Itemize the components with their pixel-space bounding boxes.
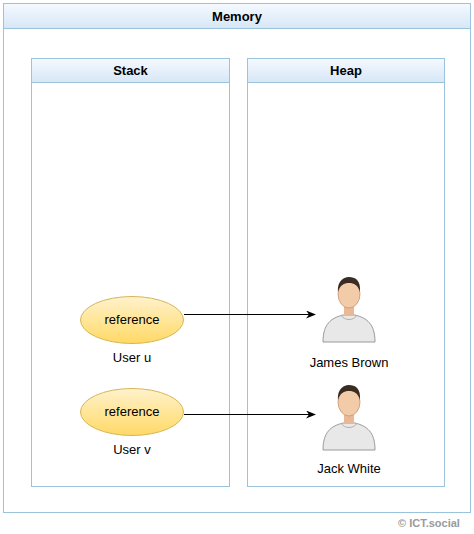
memory-region: HeapJames BrownJack White <box>247 58 445 487</box>
region-title: Heap <box>248 59 444 83</box>
object-name: Jack White <box>282 461 416 476</box>
person-icon <box>319 272 379 344</box>
reference-ellipse: reference <box>80 388 184 436</box>
memory-region: StackreferenceUser ureferenceUser v <box>31 58 230 487</box>
reference-node: referenceUser v <box>80 388 184 458</box>
memory-frame: MemoryStackreferenceUser ureferenceUser … <box>3 3 471 513</box>
reference-arrow <box>184 314 315 315</box>
user-object: Jack White <box>302 380 396 480</box>
reference-text: reference <box>80 312 184 328</box>
variable-name: User u <box>60 350 204 365</box>
reference-arrow <box>184 414 315 415</box>
user-object: James Brown <box>302 272 396 372</box>
reference-ellipse: reference <box>80 296 184 344</box>
object-name: James Brown <box>282 355 416 370</box>
region-title: Memory <box>4 4 470 29</box>
watermark: © ICT.social <box>398 517 460 529</box>
reference-node: referenceUser u <box>80 296 184 366</box>
region-title: Stack <box>32 59 229 83</box>
variable-name: User v <box>60 442 204 457</box>
reference-text: reference <box>80 404 184 420</box>
person-icon <box>319 380 379 452</box>
